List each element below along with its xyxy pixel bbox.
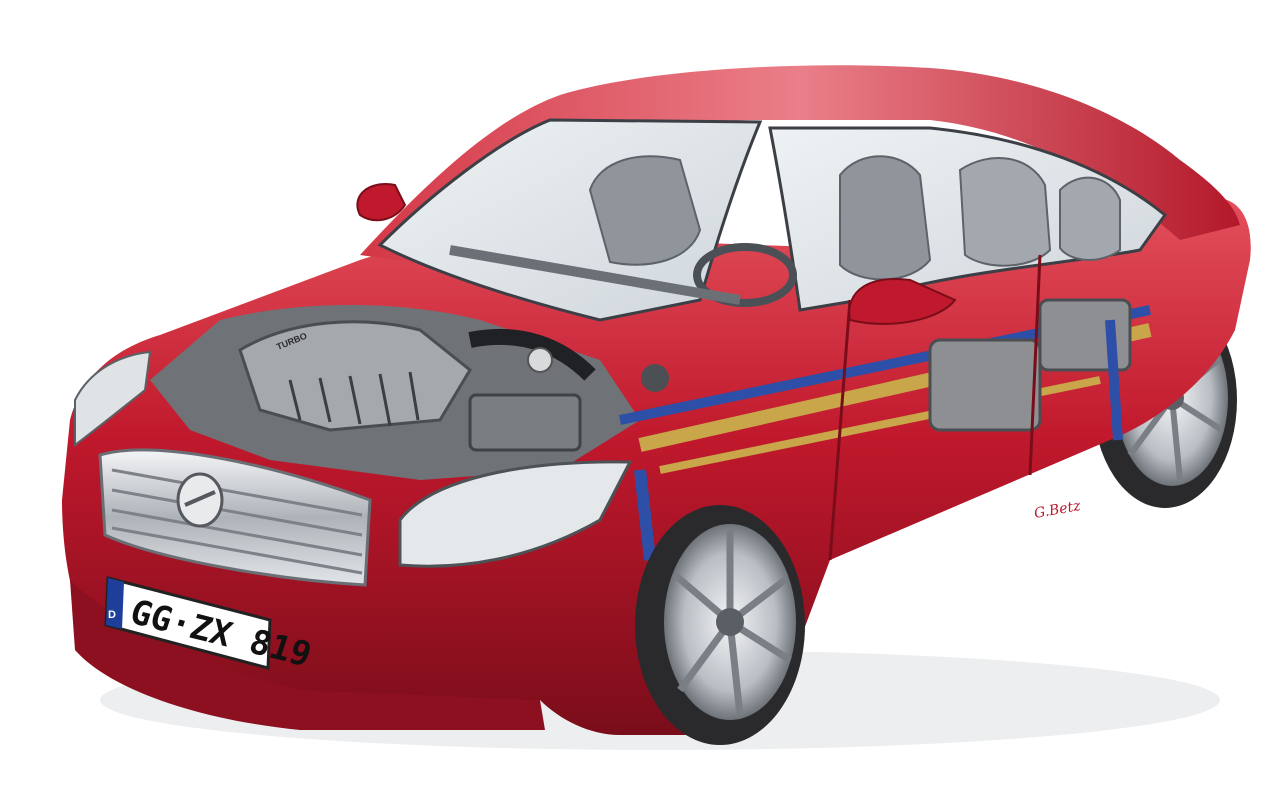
license-plate: D GG·ZX 819 [104, 576, 316, 675]
front-bumper [70, 580, 545, 730]
side-mirror-left [356, 183, 407, 222]
side-mirror-right [848, 278, 957, 325]
interior [449, 155, 1121, 307]
headlight-left [74, 350, 152, 448]
door-lines [828, 254, 1042, 561]
front-wheel [635, 505, 805, 745]
drivetrain [618, 298, 1152, 561]
headlight-right [398, 460, 633, 568]
artist-signature: G.Betz [1033, 498, 1082, 522]
front-grille [98, 448, 372, 587]
car-roof [360, 65, 1240, 265]
plate-country-code: D [108, 609, 116, 621]
engine-bay [150, 305, 669, 480]
